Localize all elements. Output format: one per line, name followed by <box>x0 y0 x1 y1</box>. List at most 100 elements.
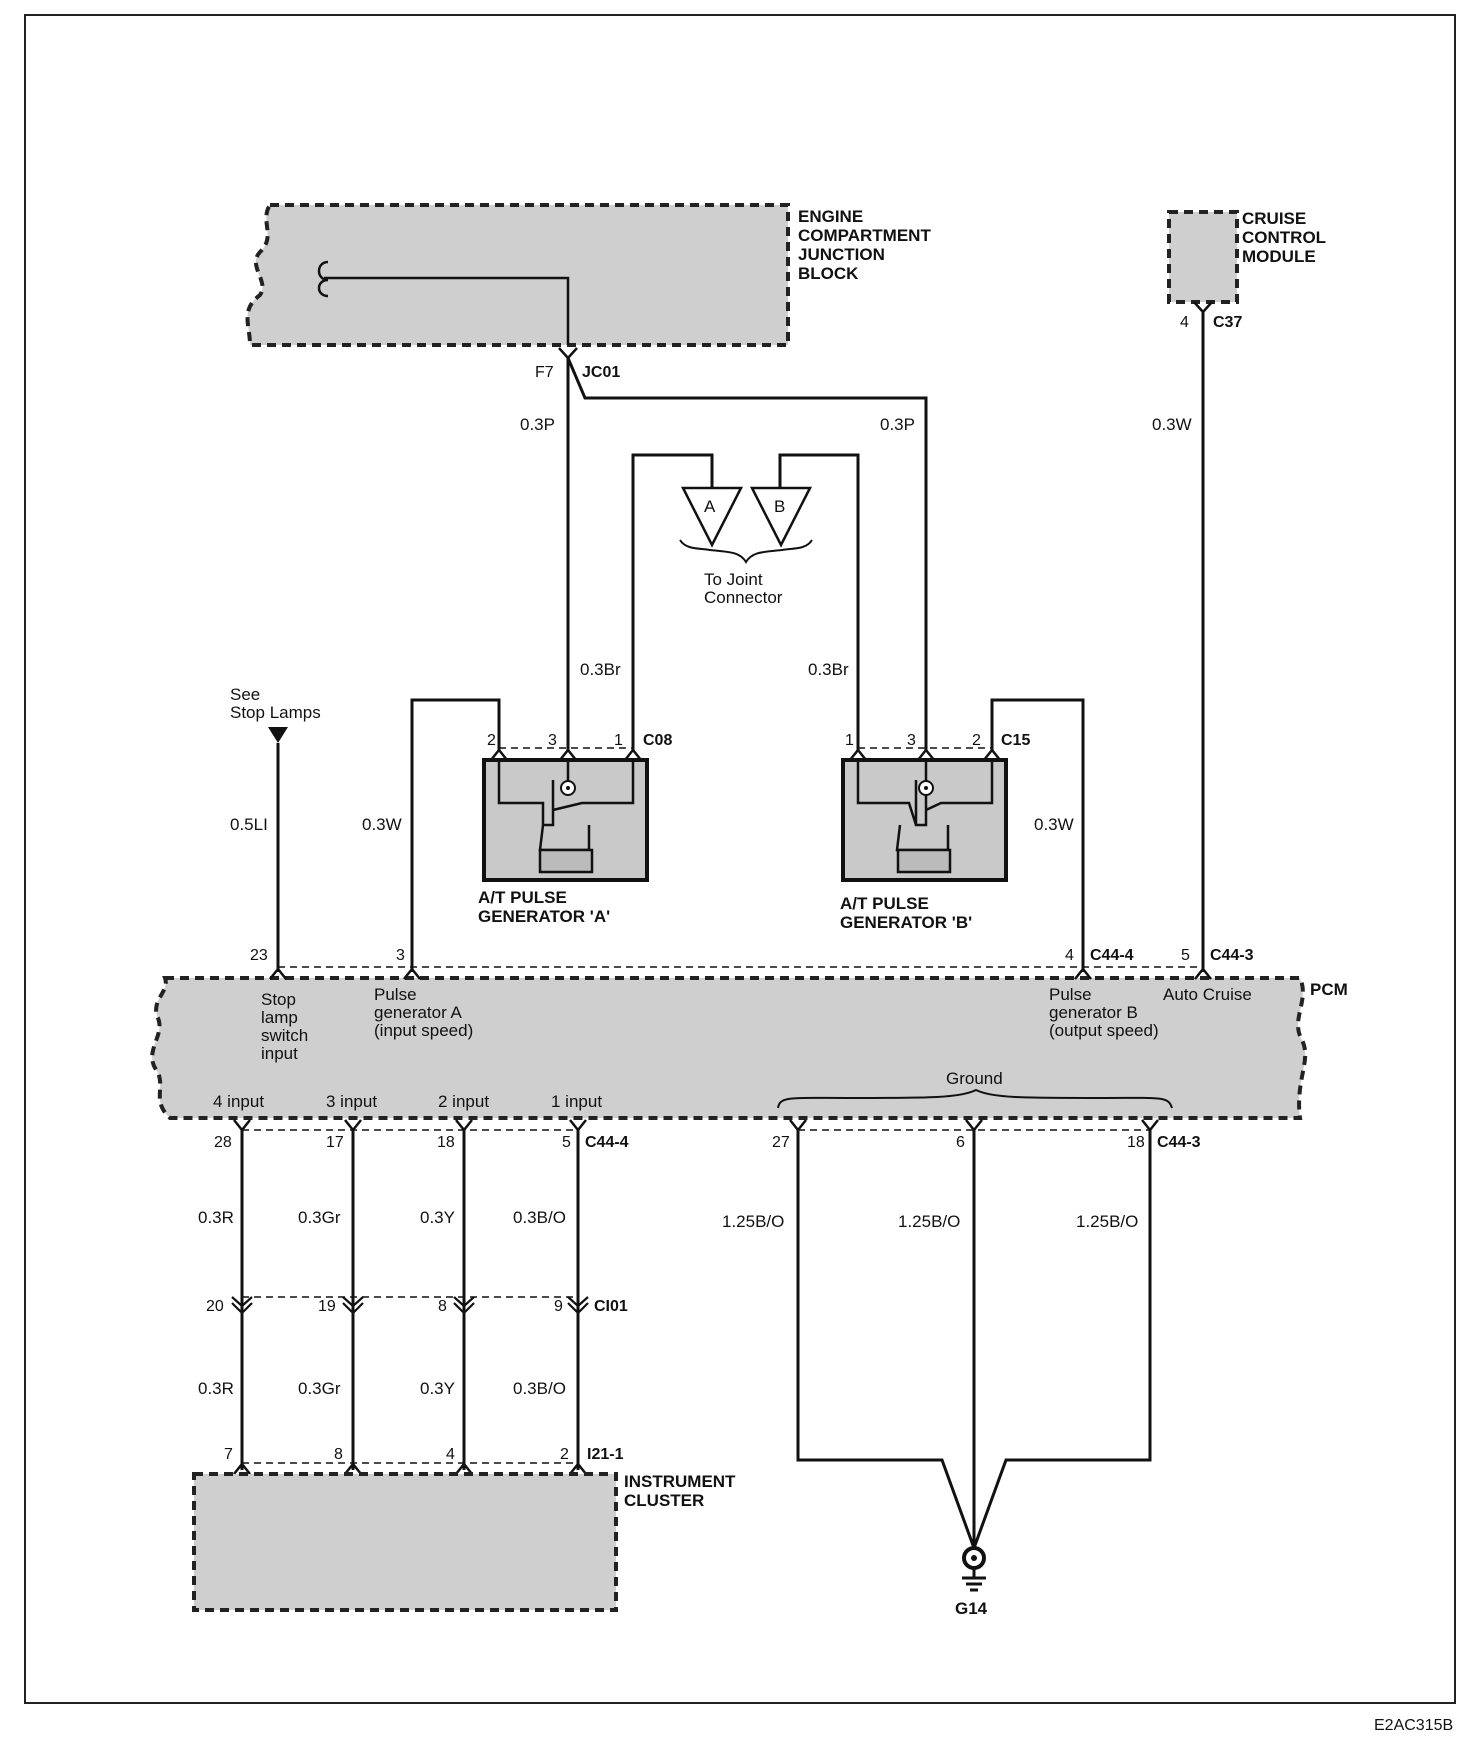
pcm-ground-label: Ground <box>946 1069 1003 1088</box>
ccm-title-2: CONTROL <box>1242 228 1326 247</box>
wire-label-y-lower: 0.3Y <box>420 1379 455 1398</box>
pga-pin-3: 3 <box>548 732 557 749</box>
pcm-pga-2: generator A <box>374 1003 463 1022</box>
joint-note-2: Connector <box>704 588 783 607</box>
pcm-pin-6: 6 <box>956 1134 965 1151</box>
figure-code: E2AC315B <box>1374 1717 1453 1734</box>
diagram-frame <box>24 14 1456 1704</box>
instrument-cluster: INSTRUMENT CLUSTER <box>192 1472 736 1612</box>
pcm-pin-5b: 5 <box>562 1134 571 1151</box>
wire-label-r-lower: 0.3R <box>198 1379 234 1398</box>
wire-label-bo-lower: 0.3B/O <box>513 1379 566 1398</box>
cluster-title-2: CLUSTER <box>624 1491 704 1510</box>
joint-a-symbol <box>680 486 744 548</box>
pulse-generator-b: 1 3 2 C15 A/T PULSE GENERATOR 'B' <box>840 732 1030 932</box>
pcm-stop-2: lamp <box>261 1008 298 1027</box>
pcm-module: PCM 23 3 4 C44-4 5 C44-3 Stop lamp switc… <box>150 947 1348 1151</box>
connector-c44-3-top: C44-3 <box>1210 947 1254 964</box>
jc01-terminal <box>558 347 578 360</box>
pgb-pin-3: 3 <box>907 732 916 749</box>
connector-c44-4-top: C44-4 <box>1090 947 1134 964</box>
pin-c37-4: 4 <box>1180 314 1189 331</box>
c37-terminal <box>1193 301 1213 314</box>
cruise-control-module: CRUISE CONTROL MODULE <box>1167 209 1326 304</box>
wire-label-gnd-3: 1.25B/O <box>1076 1212 1138 1231</box>
stop-ref-1: See <box>230 685 260 704</box>
pcm-in3: 3 input <box>326 1092 377 1111</box>
pga-title-1: A/T PULSE <box>478 888 567 907</box>
pcm-pin-28: 28 <box>214 1134 232 1151</box>
ecjb-title-4: BLOCK <box>798 264 859 283</box>
connector-jc01: JC01 <box>582 364 620 381</box>
ecjb-title-3: JUNCTION <box>798 245 885 264</box>
ci01-pin-20: 20 <box>206 1298 224 1315</box>
pcm-ground-brace <box>777 1088 1173 1109</box>
wire-label-y-upper: 0.3Y <box>420 1208 455 1227</box>
wire-label-w-ccm: 0.3W <box>1152 415 1192 434</box>
connector-c37: C37 <box>1213 314 1242 331</box>
ccm-title-3: MODULE <box>1242 247 1316 266</box>
joint-brace <box>679 539 813 564</box>
pgb-title-2: GENERATOR 'B' <box>840 913 972 932</box>
pcm-stop-3: switch <box>261 1026 308 1045</box>
ecjb-title-1: ENGINE <box>798 207 863 226</box>
wire-label-br-right: 0.3Br <box>808 660 849 679</box>
bottom-wiring: 0.3R 0.3Gr 0.3Y 0.3B/O 20 19 8 9 CI01 0.… <box>198 1130 1152 1549</box>
wire-label-gnd-2: 1.25B/O <box>898 1212 960 1231</box>
fuse-feed-line <box>324 276 570 345</box>
pcm-pgb-2: generator B <box>1049 1003 1138 1022</box>
connector-c08: C08 <box>643 732 672 749</box>
wire-label-gr-lower: 0.3Gr <box>298 1379 341 1398</box>
wire-label-w-pgb: 0.3W <box>1034 815 1074 834</box>
wire-label-li-stop: 0.5LI <box>230 815 268 834</box>
pcm-in4: 4 input <box>213 1092 264 1111</box>
ic-pin-7: 7 <box>224 1446 233 1463</box>
connector-i21-1: I21-1 <box>587 1446 624 1463</box>
pcm-pin-3: 3 <box>396 947 405 964</box>
wire-label-br-left: 0.3Br <box>580 660 621 679</box>
top-wiring: F7 JC01 0.3P 0.3P 4 C37 0.3W A B To Join… <box>230 301 1242 972</box>
ccm-title-1: CRUISE <box>1242 209 1306 228</box>
connector-c44-4-bottom: C44-4 <box>585 1134 629 1151</box>
pcm-pin-4: 4 <box>1065 947 1074 964</box>
pin-f7: F7 <box>535 364 554 381</box>
wire-label-p-left: 0.3P <box>520 415 555 434</box>
ic-pin-8: 8 <box>334 1446 343 1463</box>
joint-b-symbol <box>749 486 813 548</box>
pcm-pin-18a: 18 <box>437 1134 455 1151</box>
wire-label-p-right: 0.3P <box>880 415 915 434</box>
ic-pin-4: 4 <box>446 1446 455 1463</box>
pcm-pin-5: 5 <box>1181 947 1190 964</box>
pcm-pgb-3: (output speed) <box>1049 1021 1159 1040</box>
pgb-pin-1: 1 <box>845 732 854 749</box>
stop-ref-2: Stop Lamps <box>230 703 321 722</box>
pcm-pin-17: 17 <box>326 1134 344 1151</box>
ground-label: G14 <box>955 1599 988 1618</box>
wire-label-gnd-1: 1.25B/O <box>722 1212 784 1231</box>
engine-compartment-junction-block: ENGINE COMPARTMENT JUNCTION BLOCK <box>245 203 931 347</box>
connector-c15: C15 <box>1001 732 1030 749</box>
ic-pin-2: 2 <box>560 1446 569 1463</box>
joint-a-label: A <box>704 497 716 516</box>
connector-ci01: CI01 <box>594 1298 628 1315</box>
pga-pin-1: 1 <box>614 732 623 749</box>
pcm-stop-1: Stop <box>261 990 296 1009</box>
pcm-pin-18b: 18 <box>1127 1134 1145 1151</box>
pcm-pin-23: 23 <box>250 947 268 964</box>
pgb-pin-2: 2 <box>972 732 981 749</box>
pcm-pin-27: 27 <box>772 1134 790 1151</box>
pulse-generator-a: 2 3 1 C08 A/T PULSE GENERATOR 'A' <box>478 732 672 926</box>
wire-label-r-upper: 0.3R <box>198 1208 234 1227</box>
cluster-title-1: INSTRUMENT <box>624 1472 736 1491</box>
pcm-pgb-1: Pulse <box>1049 985 1092 1004</box>
pcm-stop-4: input <box>261 1044 298 1063</box>
fuse-symbol <box>317 260 329 298</box>
pcm-in2: 2 input <box>438 1092 489 1111</box>
pgb-title-1: A/T PULSE <box>840 894 929 913</box>
wire-label-bo-upper: 0.3B/O <box>513 1208 566 1227</box>
ci01-pin-9: 9 <box>554 1298 563 1315</box>
ground-g14: G14 <box>955 1546 988 1618</box>
ci01-pin-19: 19 <box>318 1298 336 1315</box>
pga-pin-2: 2 <box>487 732 496 749</box>
